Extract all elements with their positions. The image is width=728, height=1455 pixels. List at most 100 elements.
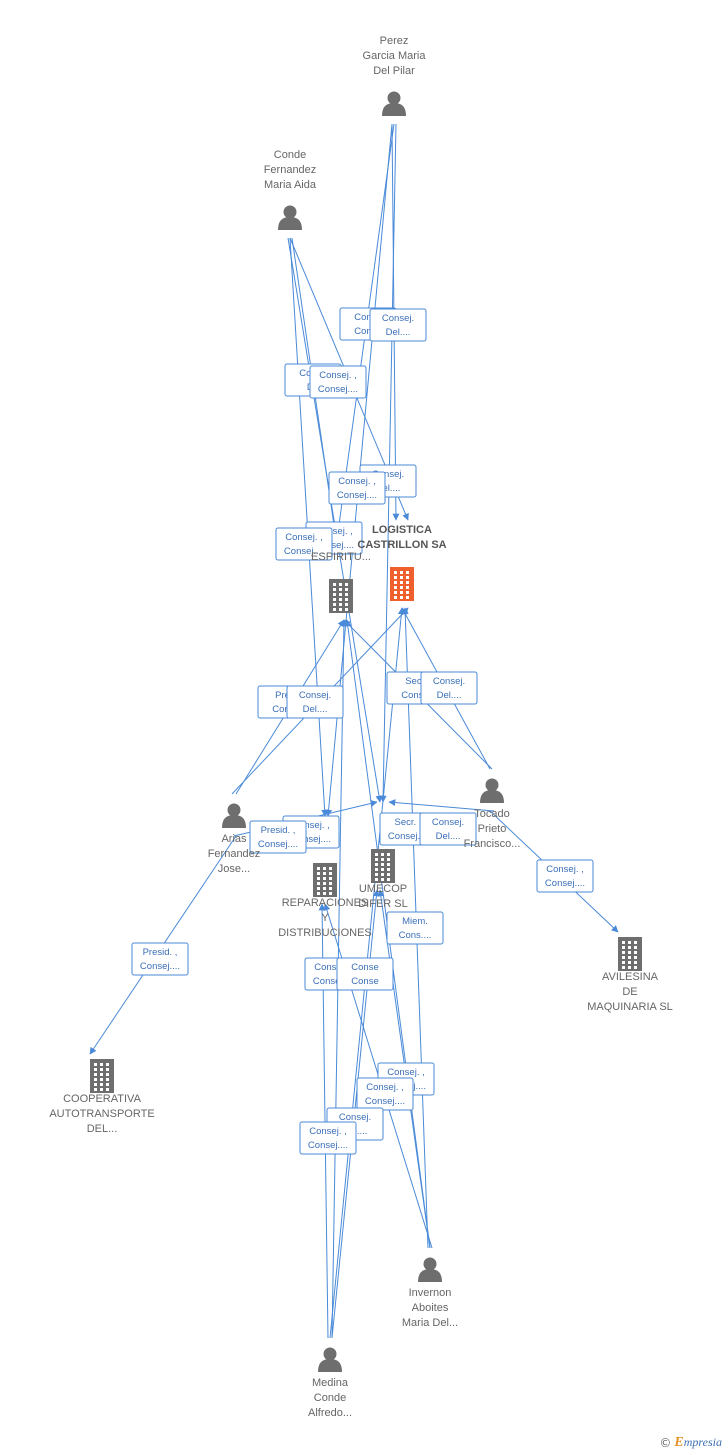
node-label: CASTRILLON SA	[357, 539, 446, 551]
edge-label-text: Presid. ,	[143, 947, 178, 958]
edge-label[interactable]: Presid. , Consej....	[249, 820, 307, 854]
edge-label-text: Consej. ,	[319, 370, 357, 381]
edge-label-text: Conse	[401, 690, 428, 701]
edge-label[interactable]: Consej. , Consej....	[309, 365, 367, 399]
edge-label[interactable]: Presid. ,Consej....	[131, 942, 189, 976]
edge-label-text: Del....	[303, 704, 328, 715]
node-label: ESPIRITU...	[311, 551, 371, 563]
node-label: Del Pilar	[373, 65, 415, 77]
edge-label-text: Consej....	[318, 384, 358, 395]
building-icon	[329, 579, 353, 613]
edge-label-text: Del....	[386, 327, 411, 338]
edge-label-text: Consej....	[308, 1140, 348, 1151]
node-medina[interactable]: MedinaCondeAlfredo...	[308, 1347, 352, 1420]
node-label: UMECOP	[359, 883, 407, 895]
node-label: Garcia Maria	[363, 50, 427, 62]
building-icon	[390, 567, 414, 601]
edge-label-text: Miem.	[402, 916, 428, 927]
node-label: Maria Aida	[264, 179, 317, 191]
node-arias[interactable]: AriasFernandezJose...	[208, 803, 261, 876]
edge-label-text: Conse	[354, 326, 381, 337]
node-label: Invernon	[409, 1287, 452, 1299]
edge-label-text: Consej.	[339, 1112, 371, 1123]
edge-label[interactable]: Consej. , Consej....	[356, 1077, 414, 1111]
node-label: Alfredo...	[308, 1407, 352, 1419]
edge-label-text: Cons....	[399, 930, 432, 941]
building-icon	[313, 863, 337, 897]
edge-label[interactable]: Consej. ,Consej....	[328, 471, 386, 505]
edge-label-text: Del....	[437, 690, 462, 701]
node-label: MAQUINARIA SL	[587, 1001, 673, 1013]
footer: © Empresia	[659, 1435, 722, 1451]
edge-label[interactable]: Consej.Del....	[369, 308, 427, 342]
node-label: DEL...	[87, 1123, 118, 1135]
node-label: Prieto	[478, 823, 507, 835]
edge-label-text: Consej. ,	[387, 1067, 425, 1078]
edge-label[interactable]: Consej. , Consej....	[299, 1121, 357, 1155]
node-label: Fernandez	[208, 848, 261, 860]
edge-label-text: Consej....	[284, 546, 324, 557]
edge-label-text: Consej....	[545, 878, 585, 889]
node-label: Conde	[274, 149, 306, 161]
edge-label[interactable]: Consej. , Consej....	[275, 527, 333, 561]
edge-conde-umecop	[287, 237, 383, 803]
edge-label-text: Presid. ,	[261, 825, 296, 836]
building-icon	[90, 1059, 114, 1093]
edge-label-text: Consej.	[432, 817, 464, 828]
node-label: REPARACIONES	[282, 897, 369, 909]
edge-perez-umecop	[379, 123, 397, 803]
edge-label-text: Conse	[272, 704, 299, 715]
edge-label[interactable]: Miem. Cons....	[386, 911, 444, 945]
edge-label-text: Consej. ,	[285, 532, 323, 543]
person-icon	[480, 778, 504, 803]
person-icon	[278, 205, 302, 230]
edge-label[interactable]: Consej. Del....	[420, 671, 478, 705]
edge-label-text: Secr	[405, 676, 425, 687]
copyright-icon: ©	[659, 1436, 672, 1450]
edge-label-text: Conse	[351, 976, 378, 987]
node-label: AUTOTRANSPORTE	[49, 1108, 154, 1120]
edge-label-text: Consej. ,	[309, 1126, 347, 1137]
node-label: Fernandez	[264, 164, 317, 176]
edge-label-text: Consej....	[337, 490, 377, 501]
edge-label[interactable]: Consej.Del....	[419, 812, 477, 846]
node-tocado[interactable]: TocadoPrietoFrancisco...	[464, 778, 521, 851]
edge-label-text: Consej....	[365, 1096, 405, 1107]
node-label: Jose...	[218, 863, 250, 875]
node-cooperativa[interactable]: COOPERATIVAAUTOTRANSPORTEDEL...	[49, 1059, 155, 1135]
edge-label[interactable]: Consej. , Consej....	[536, 859, 594, 893]
node-label: Francisco...	[464, 838, 521, 850]
node-label: DE	[622, 986, 637, 998]
edge-label[interactable]: Consej.Del....	[286, 685, 344, 719]
node-label: Arias	[221, 833, 247, 845]
node-espiritu[interactable]: ESPIRITU...	[311, 551, 371, 613]
building-icon	[371, 849, 395, 883]
node-avilesina[interactable]: AVILESINA DE MAQUINARIA SL	[587, 937, 673, 1013]
person-icon	[222, 803, 246, 828]
node-label: Conde	[314, 1392, 346, 1404]
node-label: Y	[321, 912, 329, 924]
brand-logo[interactable]: Empresia	[674, 1435, 722, 1450]
edge-label-text: Consej. ,	[546, 864, 584, 875]
person-icon	[318, 1347, 342, 1372]
edges-layer	[89, 123, 619, 1339]
edge-tocado-umecop	[388, 799, 495, 812]
edge-label-text: Consej. ,	[366, 1082, 404, 1093]
node-label: Aboites	[412, 1302, 449, 1314]
edge-label-text: Consej.	[433, 676, 465, 687]
node-label: AVILESINA	[602, 971, 659, 983]
edge-label-text: Presi	[275, 690, 297, 701]
edge-label-text: Consej....	[258, 839, 298, 850]
edge-label-text: Consej....	[388, 831, 428, 842]
edge-label-text: Consej....	[314, 540, 354, 551]
building-icon	[618, 937, 642, 971]
edge-label-text: Conse	[351, 962, 378, 973]
